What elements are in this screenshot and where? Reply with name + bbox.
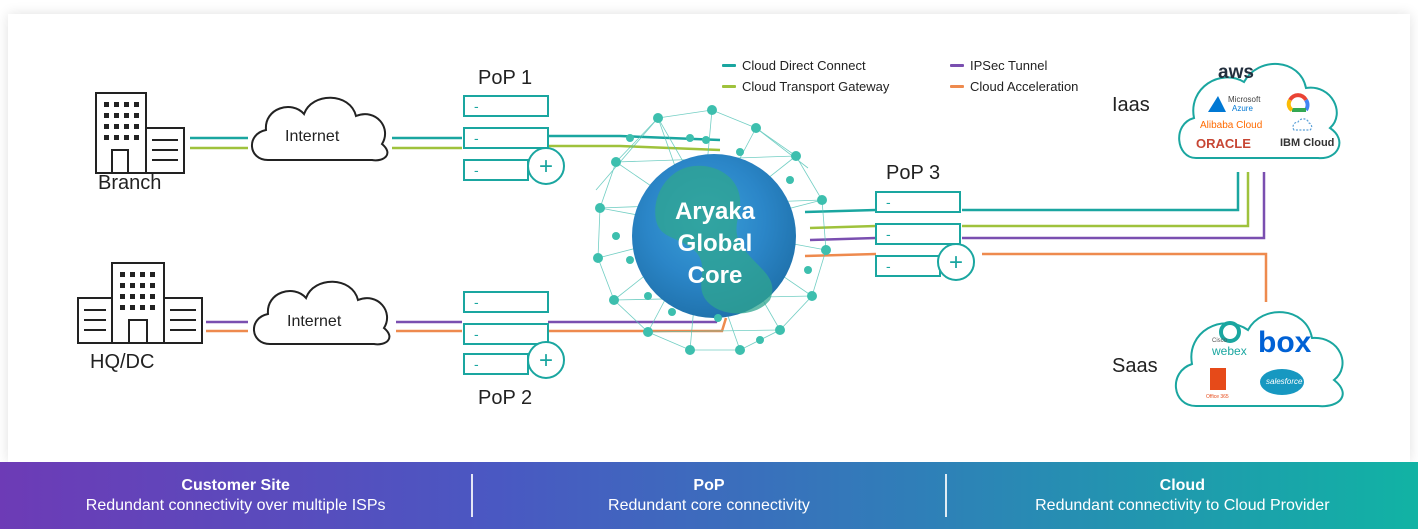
webex-logo: webex — [1212, 344, 1247, 358]
saas-label: Saas — [1112, 355, 1158, 377]
azure-logo-line2: Azure — [1232, 104, 1253, 113]
aws-logo: aws — [1218, 62, 1254, 83]
ibm-cloud-logo: IBM Cloud — [1280, 137, 1335, 149]
legend-swatch — [950, 64, 964, 67]
svg-text:+: + — [539, 153, 553, 180]
cisco-logo: Cisco — [1212, 338, 1228, 344]
svg-text:+: + — [949, 249, 963, 276]
legend-label: Cloud Transport Gateway — [742, 79, 890, 94]
plus-icons: + + + — [539, 153, 963, 374]
internet-pop1-links — [392, 136, 462, 150]
banner-divider — [471, 474, 474, 517]
pop3-iaas-links — [962, 172, 1266, 240]
banner-title: PoP — [693, 477, 725, 494]
svg-text:-: - — [474, 162, 479, 178]
pop3-saas-links — [982, 252, 1268, 302]
internet-top-label: Internet — [285, 128, 340, 145]
svg-text:-: - — [474, 130, 479, 146]
core-pop3-links — [804, 208, 877, 258]
svg-text:-: - — [886, 194, 891, 210]
core-nodes — [593, 105, 831, 355]
banner-title: Customer Site — [181, 477, 290, 494]
box-logo: box — [1258, 326, 1312, 359]
azure-icon — [1208, 96, 1226, 112]
internet-cloud-bottom-icon — [253, 280, 391, 346]
legend-label: Cloud Direct Connect — [742, 58, 866, 73]
banner-divider — [944, 474, 947, 517]
legend-item-cloud-transport-gateway: Cloud Transport Gateway — [722, 79, 950, 94]
banner-cloud: Cloud Redundant connectivity to Cloud Pr… — [947, 462, 1418, 529]
webex-icon — [1219, 321, 1241, 343]
salesforce-icon — [1260, 369, 1304, 395]
svg-text:-: - — [474, 356, 479, 372]
svg-text:-: - — [886, 226, 891, 242]
svg-text:-: - — [474, 326, 479, 342]
network-diagram: - - - - - - - - - + + + — [77, 62, 1344, 408]
banner-pop: PoP Redundant core connectivity — [473, 462, 944, 529]
legend-label: IPSec Tunnel — [970, 58, 1048, 73]
legend-swatch — [722, 64, 736, 67]
core-title: Aryaka Global Core — [640, 196, 790, 292]
pop2-label: PoP 2 — [478, 387, 533, 409]
internet-cloud-top-icon — [251, 96, 389, 162]
core-title-line: Aryaka — [674, 198, 756, 225]
internet-bottom-label: Internet — [287, 313, 342, 330]
office-365-icon — [1210, 368, 1226, 390]
pop1-label: PoP 1 — [478, 67, 533, 89]
legend-swatch — [722, 85, 736, 88]
svg-text:+: + — [539, 347, 553, 374]
office-365-logo: Office 365 — [1206, 394, 1229, 400]
pop3-server-icon — [875, 191, 975, 281]
oracle-logo: ORACLE — [1196, 136, 1251, 151]
google-cloud-icon — [1286, 93, 1310, 112]
internet-pop2-links — [396, 320, 462, 333]
pop3-label: PoP 3 — [886, 162, 941, 184]
banner-customer-site: Customer Site Redundant connectivity ove… — [0, 462, 471, 529]
pop2-server-icon — [463, 291, 565, 379]
legend-label: Cloud Acceleration — [970, 79, 1079, 94]
branch-label: Branch — [98, 172, 162, 194]
pop1-server-icon — [463, 95, 565, 185]
legend-swatch — [950, 85, 964, 88]
azure-logo-line1: Microsoft — [1228, 95, 1261, 104]
alibaba-cloud-logo: Alibaba Cloud — [1200, 120, 1263, 131]
core-globe-land — [655, 165, 773, 314]
server-dashes: - - - - - - - - - — [474, 98, 891, 372]
legend-item-cloud-acceleration: Cloud Acceleration — [950, 79, 1178, 94]
hq-links — [206, 320, 248, 333]
branch-links — [190, 136, 248, 150]
iaas-cloud-icon — [1178, 62, 1341, 160]
ibm-cloud-icon — [1292, 118, 1313, 131]
svg-text:-: - — [886, 258, 891, 274]
core-title-line: Global — [677, 230, 753, 257]
legend-item-ipsec-tunnel: IPSec Tunnel — [950, 58, 1178, 73]
iaas-label: Iaas — [1112, 94, 1150, 116]
banner-text: Redundant connectivity to Cloud Provider — [1035, 497, 1330, 514]
bottom-banner: Customer Site Redundant connectivity ove… — [0, 462, 1418, 529]
hq-label: HQ/DC — [90, 351, 155, 373]
banner-text: Redundant core connectivity — [608, 497, 810, 514]
banner-title: Cloud — [1159, 477, 1205, 494]
legend-item-cloud-direct-connect: Cloud Direct Connect — [722, 58, 950, 73]
legend: Cloud Direct Connect IPSec Tunnel Cloud … — [722, 58, 1178, 100]
hq-building-icon — [77, 262, 203, 344]
branch-building-icon — [95, 92, 185, 174]
svg-text:-: - — [474, 98, 479, 114]
svg-text:-: - — [474, 294, 479, 310]
core-title-line: Core — [687, 262, 743, 289]
banner-text: Redundant connectivity over multiple ISP… — [85, 497, 386, 514]
salesforce-logo: salesforce — [1266, 377, 1303, 386]
